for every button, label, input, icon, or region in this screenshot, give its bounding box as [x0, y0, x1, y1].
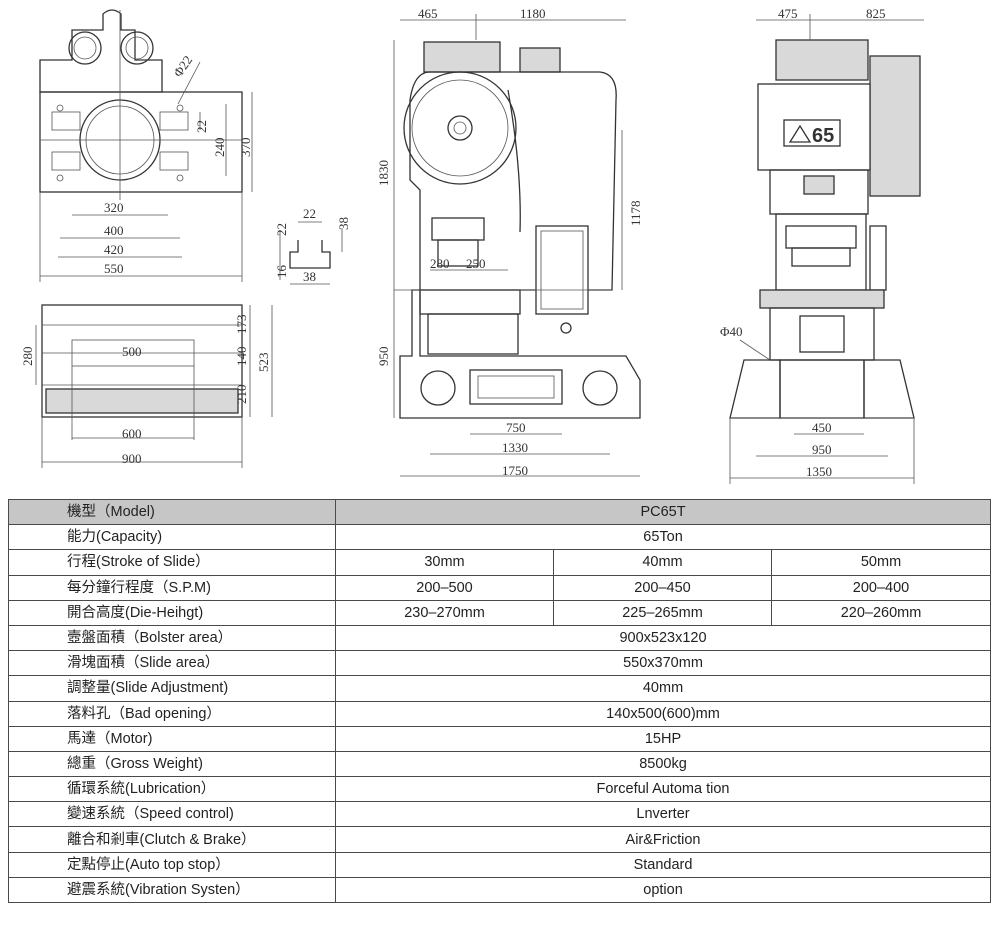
spec-row: 調整量(Slide Adjustment)40mm [8, 675, 992, 702]
dim-side-1750: 1750 [502, 463, 528, 478]
dim-side-1178: 1178 [628, 200, 643, 226]
dim-tslot-22-left: 22 [274, 223, 289, 236]
slide-top-view: 320 400 420 550 240 370 22 Φ22 [39, 9, 253, 282]
dim-bolster-280: 280 [20, 347, 35, 367]
spec-value: 230–270mm [335, 599, 554, 626]
spec-row: 定點停止(Auto top stop）Standard [8, 851, 992, 878]
dim-front-950: 950 [812, 442, 832, 457]
spec-value: 8500kg [334, 750, 992, 778]
dim-bolster-173: 173 [234, 315, 249, 335]
spec-value: Lnverter [334, 801, 992, 828]
spec-value: 40mm [553, 549, 772, 576]
dim-side-1180: 1180 [520, 6, 546, 21]
spec-row: 變速系統（Speed control)Lnverter [8, 801, 992, 828]
spec-label: 循環系統(Lubrication） [8, 776, 336, 803]
dim-front-475: 475 [778, 6, 798, 21]
spec-value: Standard [334, 851, 992, 878]
dim-slide-550: 550 [104, 261, 124, 276]
spec-value: 40mm [334, 675, 992, 702]
dim-front-1350: 1350 [806, 464, 832, 479]
dim-slide-240: 240 [212, 138, 227, 158]
spec-value: PC65T [334, 498, 992, 526]
spec-value: 220–260mm [770, 599, 992, 626]
spec-value: 550x370mm [334, 650, 992, 677]
dim-bolster-140: 140 [234, 347, 249, 367]
spec-value: 50mm [770, 549, 992, 576]
spec-value: option [334, 876, 992, 904]
dim-side-465: 465 [418, 6, 438, 21]
spec-label: 總重（Gross Weight) [8, 750, 336, 778]
dim-bolster-523: 523 [256, 353, 271, 373]
spec-value: 200–400 [770, 574, 992, 601]
spec-value: 200–500 [335, 574, 554, 601]
spec-label: 能力(Capacity) [8, 524, 336, 551]
spec-value: Forceful Automa tion [334, 776, 992, 803]
spec-label: 馬達（Motor) [8, 725, 336, 752]
dim-slide-400: 400 [104, 223, 124, 238]
spec-label: 調整量(Slide Adjustment) [8, 675, 336, 702]
dim-tslot-38-right: 38 [336, 217, 351, 230]
dim-bolster-900: 900 [122, 451, 142, 466]
dim-side-250: 250 [466, 256, 486, 271]
spec-row: 避震系統(Vibration Systen）option [8, 876, 992, 904]
spec-value: 15HP [334, 725, 992, 752]
spec-row: 落料孔（Bad opening）140x500(600)mm [8, 700, 992, 727]
spec-row: 離合和剎車(Clutch & Brake）Air&Friction [8, 826, 992, 853]
dim-slide-22: 22 [194, 120, 209, 133]
dim-tslot-16: 16 [274, 265, 289, 279]
dim-side-1830: 1830 [376, 160, 391, 186]
press-model-badge: 65 [812, 125, 834, 147]
dim-front-phi40: Φ40 [720, 324, 743, 339]
spec-label: 滑塊面積（Slide area） [8, 650, 336, 677]
spec-row: 壼盤面積（Bolster area）900x523x120 [8, 624, 992, 652]
spec-value: 225–265mm [553, 599, 772, 626]
dim-tslot-22-top: 22 [303, 206, 316, 221]
spec-label: 壼盤面積（Bolster area） [8, 624, 336, 652]
dim-slide-320: 320 [104, 200, 124, 215]
spec-row: 馬達（Motor)15HP [8, 725, 992, 752]
spec-label: 變速系統（Speed control) [8, 801, 336, 828]
dim-front-825: 825 [866, 6, 886, 21]
spec-row: 總重（Gross Weight)8500kg [8, 750, 992, 778]
dim-side-750: 750 [506, 420, 526, 435]
spec-row: 能力(Capacity)65Ton [8, 524, 992, 551]
dim-front-450: 450 [812, 420, 832, 435]
spec-value: 65Ton [334, 524, 992, 551]
dim-side-280: 280 [430, 256, 450, 271]
spec-row: 滑塊面積（Slide area）550x370mm [8, 650, 992, 677]
dim-slide-370: 370 [238, 138, 253, 158]
dim-bolster-500: 500 [122, 344, 142, 359]
dim-side-950: 950 [376, 347, 391, 367]
spec-label: 每分鐘行程度（S.P.M) [8, 574, 336, 601]
dim-side-1330: 1330 [502, 440, 528, 455]
spec-label: 避震系統(Vibration Systen） [8, 876, 336, 904]
dim-bolster-600: 600 [122, 426, 142, 441]
press-front-view: 65 475 825 Φ40 450 950 1350 [720, 6, 924, 484]
spec-label: 定點停止(Auto top stop） [8, 851, 336, 878]
dim-tslot-38-bottom: 38 [303, 269, 316, 284]
spec-label: 離合和剎車(Clutch & Brake） [8, 826, 336, 853]
dim-bolster-210: 210 [234, 385, 249, 405]
dim-slide-420: 420 [104, 242, 124, 257]
spec-row: 機型（Model)PC65T [8, 498, 992, 526]
dim-slide-phi22: Φ22 [170, 53, 195, 80]
technical-drawing: 320 400 420 550 240 370 22 Φ22 22 22 38 … [20, 6, 924, 484]
spec-label: 機型（Model) [8, 498, 336, 526]
bolster-plate: 500 600 900 280 173 140 210 523 [20, 304, 273, 468]
press-side-view: 465 1180 1830 1178 280 250 950 750 1330 … [376, 6, 643, 478]
spec-value: 900x523x120 [334, 624, 992, 652]
spec-label: 行程(Stroke of Slide） [8, 549, 336, 576]
tslot-detail: 22 22 38 16 38 [274, 206, 351, 285]
spec-row: 循環系統(Lubrication）Forceful Automa tion [8, 776, 992, 803]
spec-value: 200–450 [553, 574, 772, 601]
spec-value: Air&Friction [334, 826, 992, 853]
spec-value: 30mm [335, 549, 554, 576]
spec-label: 落料孔（Bad opening） [8, 700, 336, 727]
spec-value: 140x500(600)mm [334, 700, 992, 727]
spec-label: 開合高度(Die-Heihgt) [8, 599, 336, 626]
